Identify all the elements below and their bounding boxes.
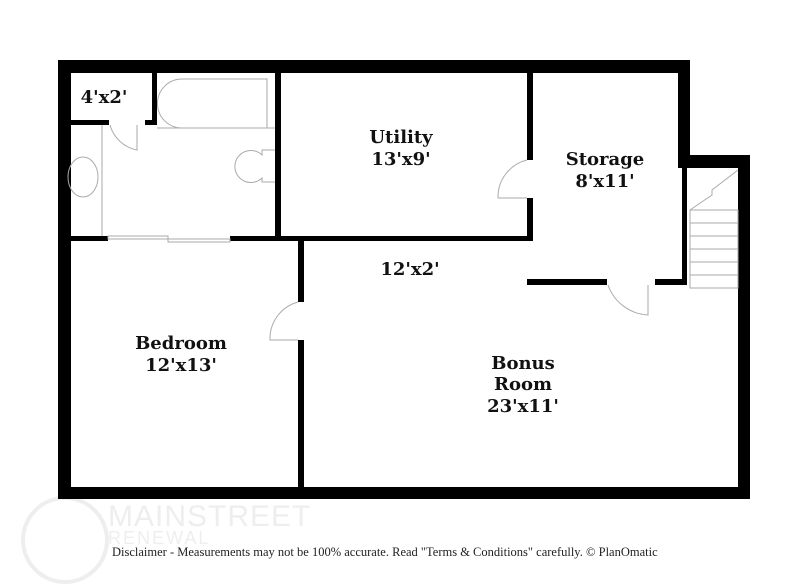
watermark-circle-icon	[21, 496, 109, 584]
closet-door	[109, 124, 138, 151]
stairs	[689, 169, 739, 289]
watermark-logo: MAINSTREET RENEWAL	[108, 500, 311, 549]
storage-name: Storage	[566, 149, 645, 170]
sliding-door	[107, 235, 169, 240]
bedroom-door	[269, 301, 299, 341]
doors	[107, 124, 649, 341]
disclaimer: Disclaimer - Measurements may not be 100…	[112, 545, 658, 559]
bedroom-dims: 12'x13'	[145, 355, 217, 376]
closet-dims: 4'x2'	[81, 87, 128, 108]
bathroom-fixtures	[67, 78, 275, 236]
sliding-door	[167, 238, 231, 243]
bonus-dims: 23'x11'	[487, 396, 559, 417]
sink-icon	[67, 156, 99, 198]
watermark-line2: RENEWAL	[108, 528, 211, 548]
utility-name: Utility	[369, 127, 433, 148]
watermark-line1: MAINSTREET	[108, 500, 312, 533]
bedroom-name: Bedroom	[135, 333, 227, 354]
storage-dims: 8'x11'	[575, 171, 634, 192]
toilet-icon	[234, 149, 275, 183]
storage-door	[607, 284, 649, 316]
utility-door	[497, 159, 528, 199]
bonus-name-2: Room	[494, 374, 552, 395]
bonus-name-1: Bonus	[491, 353, 555, 374]
hall-dims: 12'x2'	[380, 259, 439, 280]
utility-dims: 13'x9'	[371, 149, 430, 170]
bathtub-icon	[157, 78, 268, 129]
walls	[58, 60, 750, 499]
